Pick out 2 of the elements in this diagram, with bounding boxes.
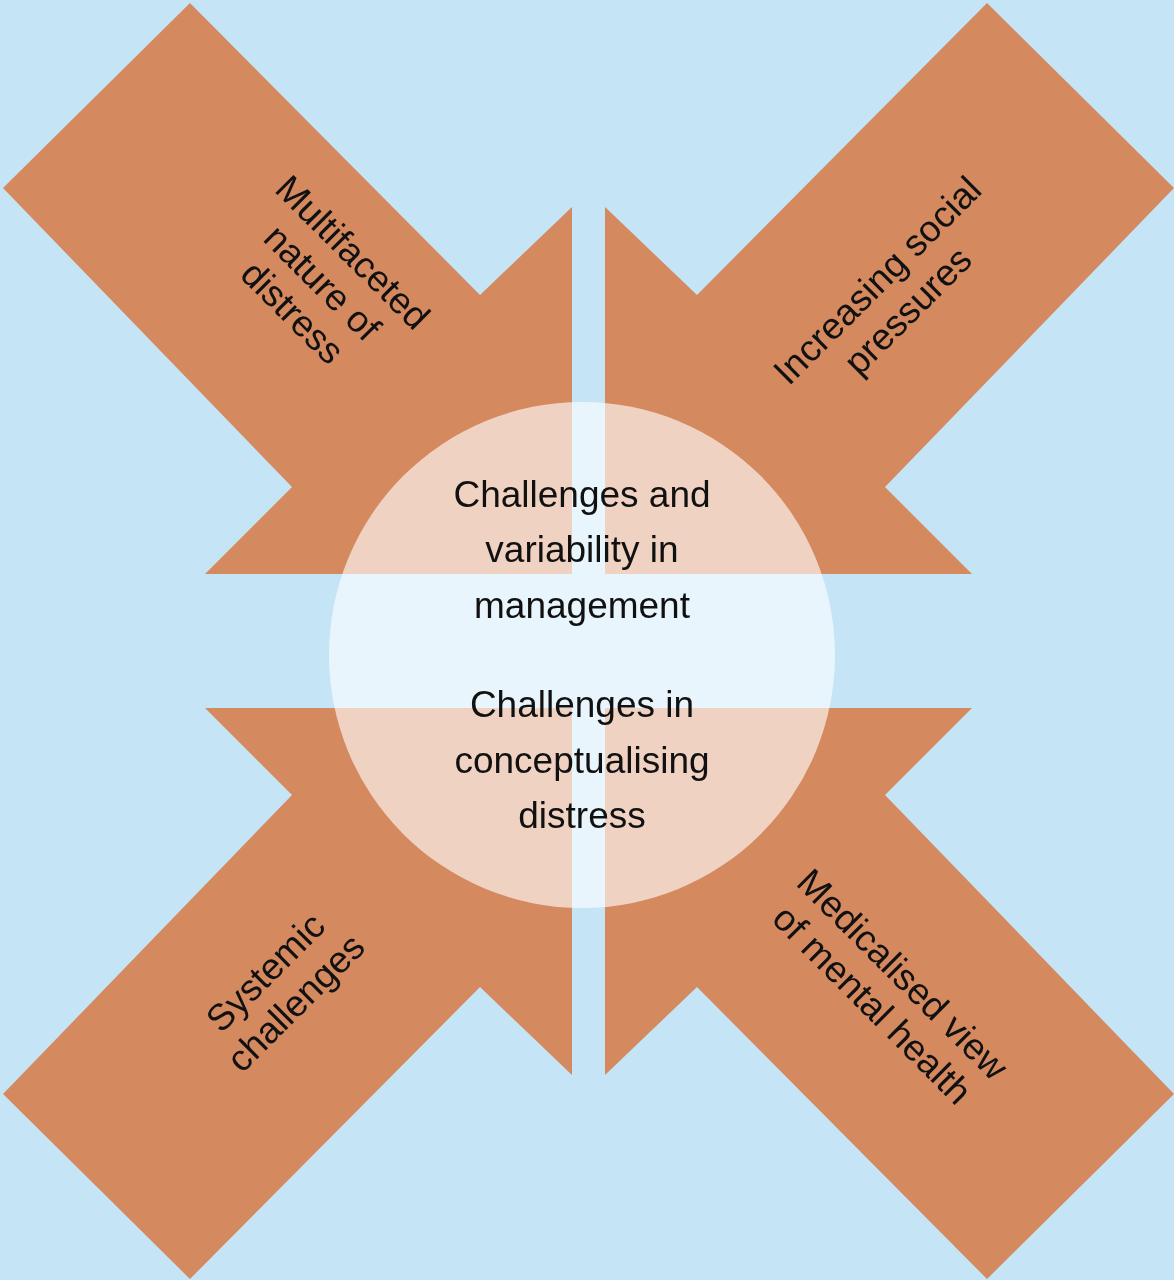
circle-text: Challenges in conceptualising distress xyxy=(453,683,711,838)
circle-text: Challenges and variability in management xyxy=(452,472,712,628)
